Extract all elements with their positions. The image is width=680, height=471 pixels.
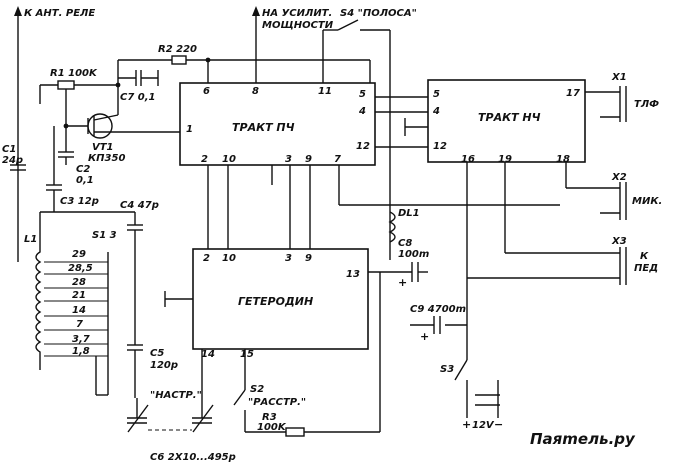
label-r3-value: 100K	[257, 422, 287, 433]
label-c9: C9 4700m	[410, 304, 466, 315]
tap-label: 28,5	[68, 263, 93, 274]
pin-label: 4	[358, 106, 366, 117]
label-c1: C1	[2, 144, 16, 155]
tap-label: 14	[72, 305, 86, 316]
label-c2: C2	[76, 164, 90, 175]
pin-label: 2	[201, 154, 208, 165]
pin-label: 8	[252, 86, 259, 97]
label-antenna-relay: К АНТ. РЕЛЕ	[24, 8, 95, 19]
transistor-vt1	[93, 114, 119, 121]
pin-label: 6	[203, 86, 210, 97]
pin-label: 11	[318, 86, 332, 97]
label-vt1: VT1	[92, 142, 114, 153]
label-x1: X1	[611, 72, 627, 83]
pin-label: 5	[359, 89, 366, 100]
tap-label: 1,8	[72, 346, 90, 357]
arrow-icon	[252, 6, 260, 16]
label-c7: C7 0,1	[120, 92, 156, 103]
label-x3-name-1: К	[640, 251, 649, 262]
switch-s4	[337, 19, 359, 31]
capacitor-c6-arrow	[192, 404, 214, 433]
tap-label: 3,7	[72, 334, 90, 345]
arrow-icon	[14, 6, 22, 16]
block-lf-path-label: ТРАКТ НЧ	[478, 111, 541, 124]
label-c8: C8	[398, 238, 412, 249]
label-r2: R2 220	[158, 44, 197, 55]
block-oscillator-label: ГЕТЕРОДИН	[238, 295, 313, 308]
label-dl1: DL1	[398, 208, 420, 219]
pin-label: 9	[305, 154, 312, 165]
tap-label: 29	[72, 249, 86, 260]
label-power-amp-2: МОЩНОСТИ	[262, 20, 334, 31]
label-s4: S4 "ПОЛОСА"	[340, 8, 417, 19]
label-s1: S1 3	[92, 230, 117, 241]
label-x2: X2	[611, 172, 627, 183]
pin-label: 3	[285, 253, 292, 264]
block-if-path	[179, 82, 376, 166]
pin-label: 12	[356, 141, 370, 152]
label-c6: C6 2X10...495p	[150, 452, 236, 463]
label-vt1-type: КП350	[88, 153, 125, 164]
label-c3: C3 12p	[60, 196, 99, 207]
label-power-amp-1: НА УСИЛИТ.	[262, 8, 332, 19]
pin-label: 1	[186, 124, 193, 135]
minus-sign: −	[494, 418, 503, 431]
capacitor-c6-arrow	[127, 404, 149, 433]
label-s3: S3	[440, 364, 454, 375]
pin-label: 17	[566, 88, 580, 99]
plus-sign: +	[420, 330, 429, 343]
label-r1: R1 100K	[50, 68, 98, 79]
inductor-l1	[35, 212, 42, 370]
pin-label: 15	[240, 349, 254, 360]
label-supply: 12V	[472, 420, 495, 431]
label-x1-name: ТЛФ	[634, 99, 659, 110]
pin-label: 2	[203, 253, 210, 264]
block-oscillator	[192, 248, 369, 350]
plus-sign: +	[462, 418, 471, 431]
block-if-path-label: ТРАКТ ПЧ	[232, 121, 295, 134]
pin-label: 9	[305, 253, 312, 264]
resistor-r3	[285, 427, 305, 437]
label-c1-value: 24p	[2, 155, 23, 166]
label-s2-name: "РАССТР."	[248, 397, 306, 408]
pin-label: 12	[433, 141, 447, 152]
label-s2: S2	[250, 384, 264, 395]
watermark: Паяmель.ру	[530, 430, 636, 448]
pin-label: 14	[201, 349, 215, 360]
tap-label: 7	[76, 319, 83, 330]
label-r3: R3	[262, 412, 277, 423]
label-c4: C4 47p	[120, 200, 159, 211]
pin-label: 7	[334, 154, 341, 165]
pin-label: 16	[461, 154, 475, 165]
pin-label: 5	[433, 89, 440, 100]
switch-s2	[233, 389, 246, 406]
pin-label: 19	[498, 154, 512, 165]
pin-label: 4	[432, 106, 440, 117]
label-c5-value: 120p	[150, 360, 178, 371]
plus-sign: +	[398, 276, 407, 289]
label-l1: L1	[24, 234, 37, 245]
pin-label: 3	[285, 154, 292, 165]
junction-dot	[115, 82, 121, 88]
label-c5: C5	[150, 348, 164, 359]
switch-s3	[454, 359, 468, 381]
label-c8-value: 100m	[398, 249, 429, 260]
label-x2-name: МИК.	[632, 196, 662, 207]
label-nastr: "НАСТР."	[150, 390, 202, 401]
pin-label: 10	[222, 154, 236, 165]
block-lf-path	[427, 79, 586, 163]
pin-label: 13	[346, 269, 360, 280]
resistor-r1	[57, 80, 75, 90]
label-x3-name-2: ПЕД	[634, 263, 658, 274]
tap-label: 21	[72, 290, 86, 301]
label-c2-value: 0,1	[76, 175, 94, 186]
tap-label: 28	[72, 277, 86, 288]
resistor-r2	[171, 55, 187, 65]
pin-label: 18	[556, 154, 570, 165]
choke-dl1	[388, 211, 396, 243]
pin-label: 10	[222, 253, 236, 264]
label-x3: X3	[611, 236, 627, 247]
